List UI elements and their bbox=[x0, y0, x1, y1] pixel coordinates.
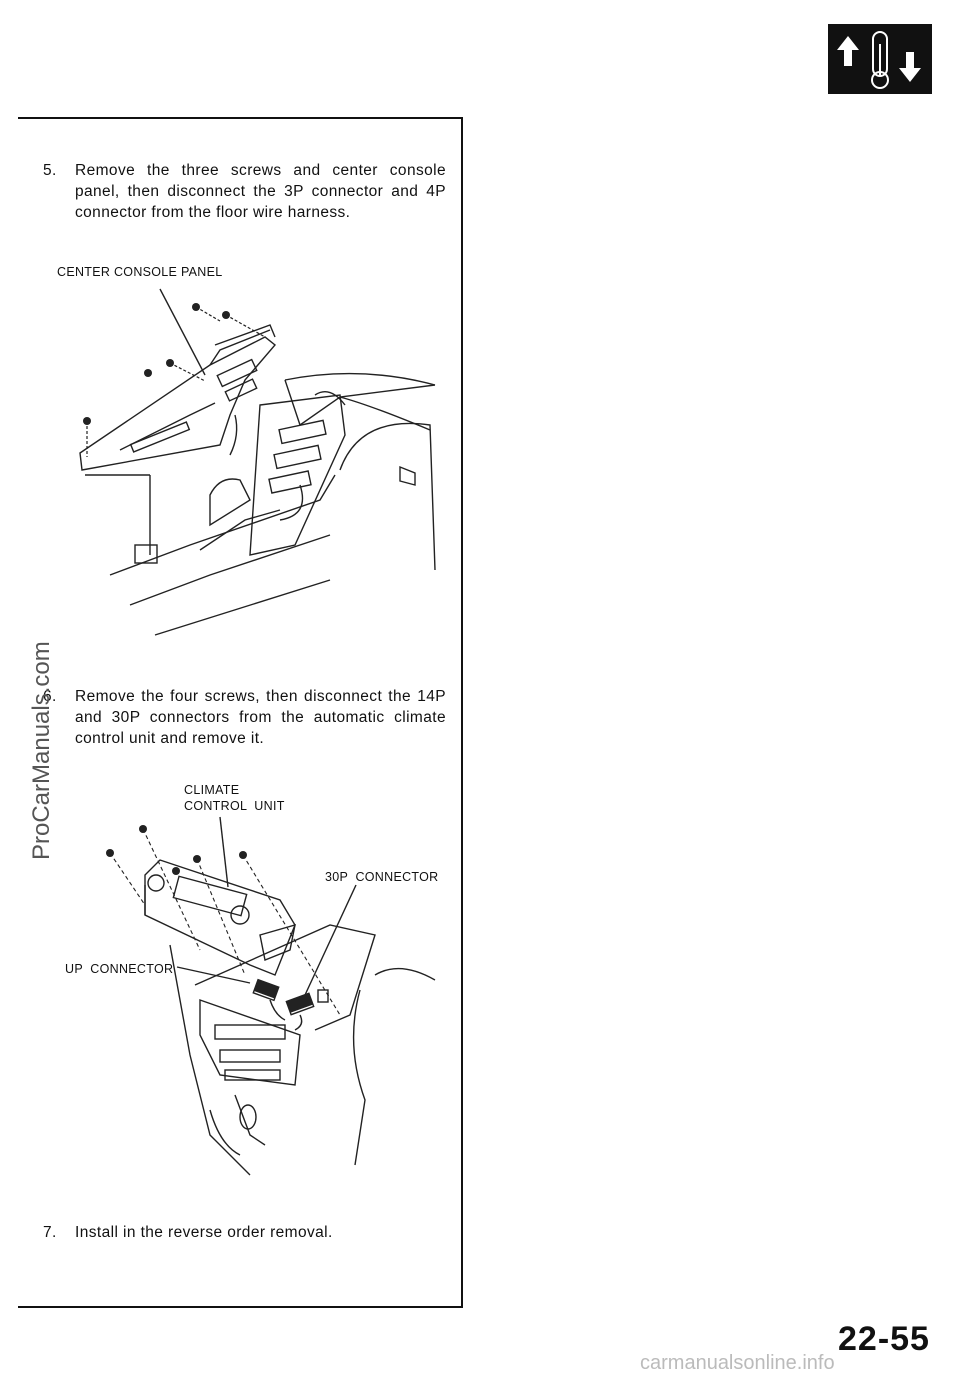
climate-control-illustration bbox=[106, 816, 436, 1176]
center-console-panel-label: CENTER CONSOLE PANEL bbox=[57, 265, 223, 279]
up-connector-label: UP CONNECTOR bbox=[65, 962, 174, 976]
side-watermark: ProCarManuals.com bbox=[28, 641, 55, 860]
step-6: 6. Remove the four screws, then disconne… bbox=[43, 686, 446, 749]
frame-top-rule bbox=[18, 117, 463, 119]
step-number: 7. bbox=[43, 1224, 57, 1241]
temperature-arrows-icon bbox=[828, 24, 932, 94]
step-text: Remove the four screws, then disconnect … bbox=[75, 688, 446, 747]
frame-bottom-rule bbox=[18, 1306, 463, 1308]
step-text: Remove the three screws and center conso… bbox=[75, 162, 446, 221]
step-5: 5. Remove the three screws and center co… bbox=[43, 160, 446, 223]
frame-right-rule bbox=[461, 117, 463, 1308]
step-7: 7. Install in the reverse order removal. bbox=[43, 1222, 446, 1243]
climate-control-unit-label: CLIMATE CONTROL UNIT bbox=[184, 783, 285, 813]
bottom-watermark: carmanualsonline.info bbox=[640, 1352, 835, 1374]
section-icon bbox=[828, 24, 932, 94]
30p-connector-label: 30P CONNECTOR bbox=[325, 870, 439, 884]
step-text: Install in the reverse order removal. bbox=[75, 1224, 333, 1241]
step-number: 5. bbox=[43, 162, 57, 179]
page-number: 22-55 bbox=[838, 1320, 930, 1358]
center-console-illustration bbox=[79, 288, 436, 636]
step-number: 6. bbox=[43, 688, 57, 705]
